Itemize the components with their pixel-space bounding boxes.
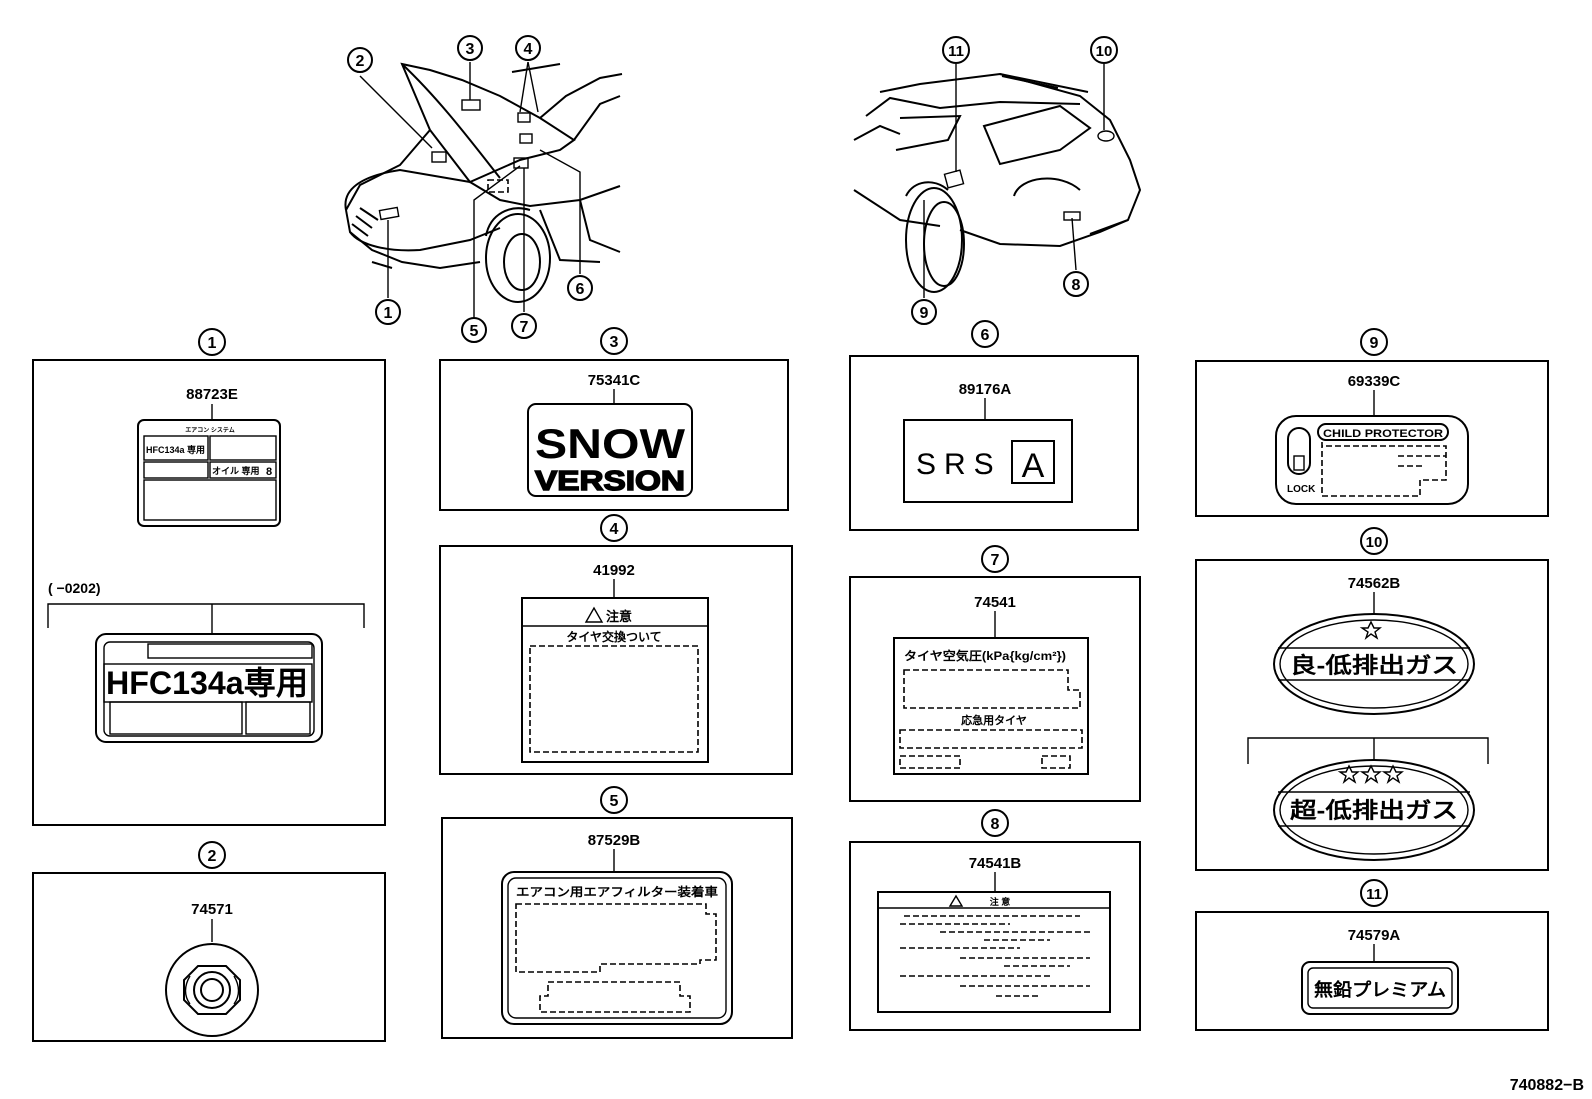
svg-text:2: 2 (356, 53, 365, 70)
srs-text: SRS (916, 448, 1002, 481)
svg-text:11: 11 (948, 43, 964, 60)
svg-text:8: 8 (991, 816, 1000, 833)
callout-3-top: 3 (457, 35, 483, 61)
svg-text:11: 11 (1366, 886, 1382, 903)
svg-text:10: 10 (1366, 534, 1383, 551)
svg-text:7: 7 (991, 552, 1000, 569)
svg-text:5: 5 (470, 323, 479, 340)
callout-6-top: 6 (567, 275, 593, 301)
rear-car-drawing (853, 64, 1142, 298)
part-number-74541B: 74541B (969, 855, 1022, 872)
panel-7: 7 74541 タイヤ空気圧(kPa{kg/cm²}) 応急用タイヤ (849, 545, 1141, 802)
panel-10: 10 74562B 良-低排出ガス 超-低排出ガス (1195, 527, 1549, 871)
panel-1: 1 88723E エアコン システム HFC134a 専用 オイル 専用 8 (… (32, 328, 386, 826)
svg-text:2: 2 (208, 848, 217, 865)
child-protector-text: CHILD PROTECTOR (1323, 428, 1443, 440)
svg-text:オイル 専用: オイル 専用 (212, 465, 260, 476)
part-number-74579A: 74579A (1348, 927, 1401, 944)
panel-8: 8 74541B 注 意 (849, 809, 1141, 1031)
callout-10-top: 10 (1090, 36, 1118, 64)
callout-2-top: 2 (347, 47, 373, 73)
panel-2: 2 74571 (32, 841, 386, 1042)
part-number-75341C: 75341C (588, 372, 641, 389)
panel-1-number: 1 (208, 335, 217, 352)
part-number-74541: 74541 (974, 594, 1016, 611)
version-text: VERSION (535, 465, 685, 496)
low-emission-label-a: 良-低排出ガス (1290, 653, 1458, 678)
callout-4-top: 4 (515, 35, 541, 61)
svg-text:4: 4 (610, 521, 619, 538)
low-emission-label-b: 超-低排出ガス (1290, 798, 1458, 823)
svg-text:タイヤ交換ついて: タイヤ交換ついて (566, 629, 661, 644)
svg-text:4: 4 (524, 41, 533, 58)
callout-1-top: 1 (375, 299, 401, 325)
svg-text:9: 9 (920, 305, 929, 322)
svg-text:9: 9 (1370, 335, 1379, 352)
svg-text:応急用タイヤ: 応急用タイヤ (961, 713, 1027, 727)
svg-text:エアコン用エアフィルター装着車: エアコン用エアフィルター装着車 (516, 884, 718, 899)
front-car-drawing (344, 61, 623, 318)
callout-11-top: 11 (942, 36, 970, 64)
svg-text:エアコン システム: エアコン システム (185, 427, 235, 434)
part-number-88723E: 88723E (186, 386, 238, 403)
panel-3: 3 75341C SNOW VERSION (439, 327, 789, 511)
callout-9-top: 9 (911, 299, 937, 325)
svg-text:3: 3 (466, 41, 475, 58)
svg-text:注 意: 注 意 (990, 896, 1011, 907)
panel-11: 11 74579A 無鉛プレミアム (1195, 879, 1549, 1031)
part-number-74562B: 74562B (1348, 575, 1401, 592)
drawing-id: 740882−B (1510, 1077, 1584, 1094)
svg-text:8: 8 (266, 466, 272, 478)
srs-a-box: A (1022, 447, 1045, 485)
hfc134a-text: HFC134a専用 (106, 665, 308, 701)
callout-7-top: 7 (511, 313, 537, 339)
svg-text:3: 3 (610, 334, 619, 351)
part-number-87529B: 87529B (588, 832, 641, 849)
part-number-89176A: 89176A (959, 381, 1012, 398)
svg-text:1: 1 (384, 305, 393, 322)
svg-text:HFC134a 専用: HFC134a 専用 (146, 444, 205, 455)
panel-5: 5 87529B エアコン用エアフィルター装着車 (441, 786, 793, 1039)
svg-text:5: 5 (610, 793, 619, 810)
callout-5-top: 5 (461, 317, 487, 343)
part-number-74571: 74571 (191, 901, 233, 918)
panel-6: 6 89176A SRS A (849, 320, 1139, 531)
panel-4: 4 41992 注意 タイヤ交換ついて (439, 514, 793, 775)
part-number-69339C: 69339C (1348, 373, 1401, 390)
unleaded-premium-text: 無鉛プレミアム (1314, 979, 1446, 1000)
svg-text:8: 8 (1072, 277, 1081, 294)
panel-9: 9 69339C CHILD PROTECTOR LOCK (1195, 328, 1549, 517)
svg-text:注意: 注意 (606, 609, 632, 624)
svg-text:7: 7 (520, 319, 529, 336)
part-number-41992: 41992 (593, 562, 635, 579)
svg-text:6: 6 (576, 281, 585, 298)
callout-8-top: 8 (1063, 271, 1089, 297)
svg-text:タイヤ空気圧(kPa{kg/cm²}): タイヤ空気圧(kPa{kg/cm²}) (904, 648, 1066, 663)
snow-text: SNOW (535, 420, 685, 467)
range-label: ( −0202) (48, 580, 101, 596)
svg-text:10: 10 (1096, 43, 1113, 60)
svg-text:6: 6 (981, 327, 990, 344)
lock-text: LOCK (1287, 484, 1316, 495)
